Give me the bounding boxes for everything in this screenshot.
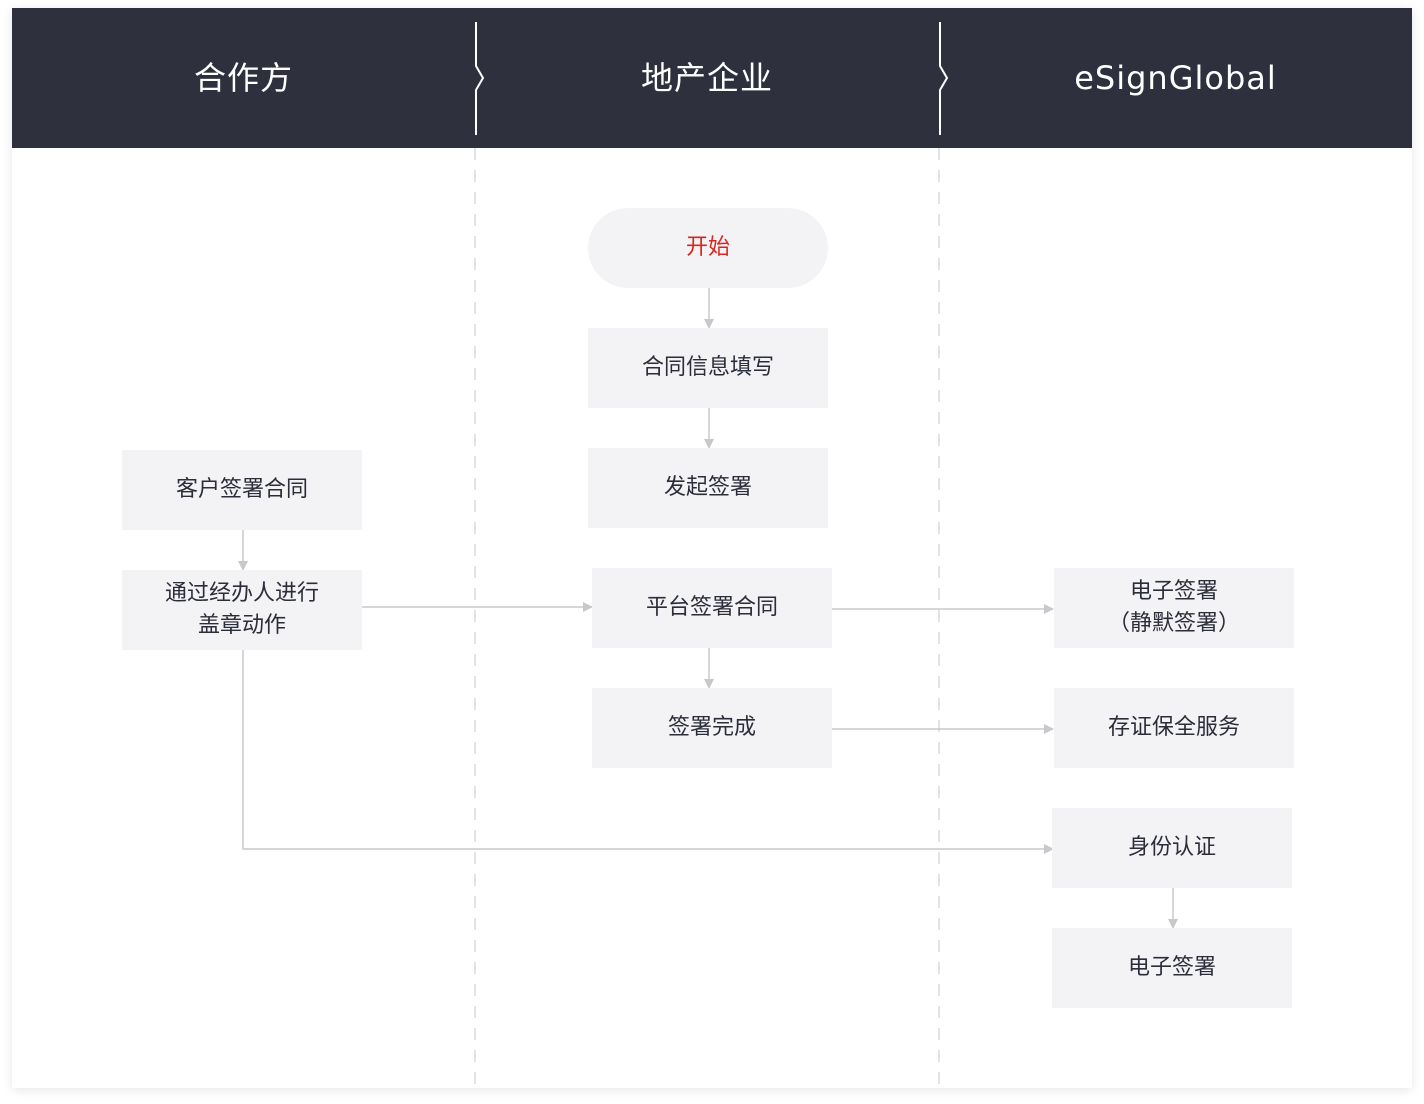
lane-separator-1: [475, 22, 485, 135]
lane-separator-2: [939, 22, 949, 135]
esign-node: 电子签署: [1052, 928, 1292, 1008]
diagram-canvas: [238, 22, 1178, 1088]
lane-title-enterprise: 地产企业: [640, 59, 773, 97]
platform-sign-node: 平台签署合同: [592, 568, 832, 648]
sign-complete-node: 签署完成: [592, 688, 832, 768]
contract-info-node: 合同信息填写: [588, 328, 828, 408]
identity-auth-node: 身份认证: [1052, 808, 1292, 888]
lane-title-partner: 合作方: [193, 59, 293, 97]
arrow-agent-to-identity: [242, 650, 1054, 854]
flow-diagram: 合作方 地产企业 eSignGlobal 开始 合同信息填写: [12, 8, 1412, 1088]
customer-sign-node: 客户签署合同: [122, 450, 362, 530]
agent-seal-node: 通过经办人进行 盖章动作: [122, 570, 362, 650]
initiate-sign-node: 发起签署: [588, 448, 828, 528]
start-node: 开始: [588, 208, 828, 288]
lane-header: 合作方 地产企业 eSignGlobal: [12, 8, 1412, 148]
evidence-service-node: 存证保全服务: [1054, 688, 1294, 768]
esign-silent-node: 电子签署 （静默签署）: [1054, 568, 1294, 648]
lane-title-esign: eSignGlobal: [1074, 59, 1277, 97]
